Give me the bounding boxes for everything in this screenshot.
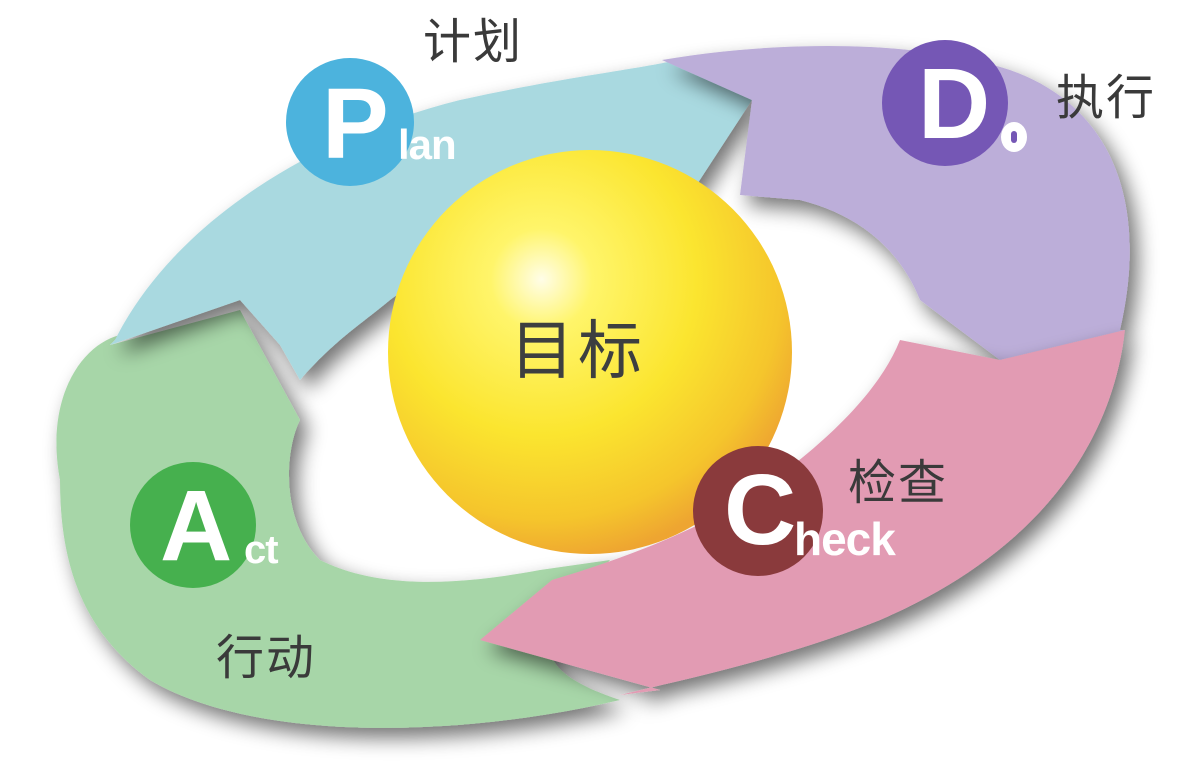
check-big-letter: C [724, 454, 797, 566]
do-badge [882, 40, 1008, 166]
goal-label: 目标 [510, 315, 646, 389]
act-arrow [56, 310, 621, 728]
check-label-cn: 检查 [848, 455, 949, 511]
act-big-letter: A [160, 470, 233, 582]
plan-small-letters: lan [398, 121, 457, 168]
goal-sphere [388, 150, 792, 554]
check-badge [693, 446, 823, 576]
do-small-o-hole [1011, 131, 1017, 143]
plan-badge [286, 58, 414, 186]
act-label-cn: 行动 [216, 630, 317, 686]
check-small-letters: heck [794, 513, 896, 565]
act-small-letters: ct [244, 528, 279, 572]
do-label-cn: 执行 [1056, 70, 1157, 126]
plan-label-cn: 计划 [423, 14, 524, 70]
do-big-letter: D [918, 48, 991, 160]
plan-big-letter: P [322, 68, 389, 180]
act-badge [130, 462, 256, 588]
plan-arrow [110, 62, 752, 380]
